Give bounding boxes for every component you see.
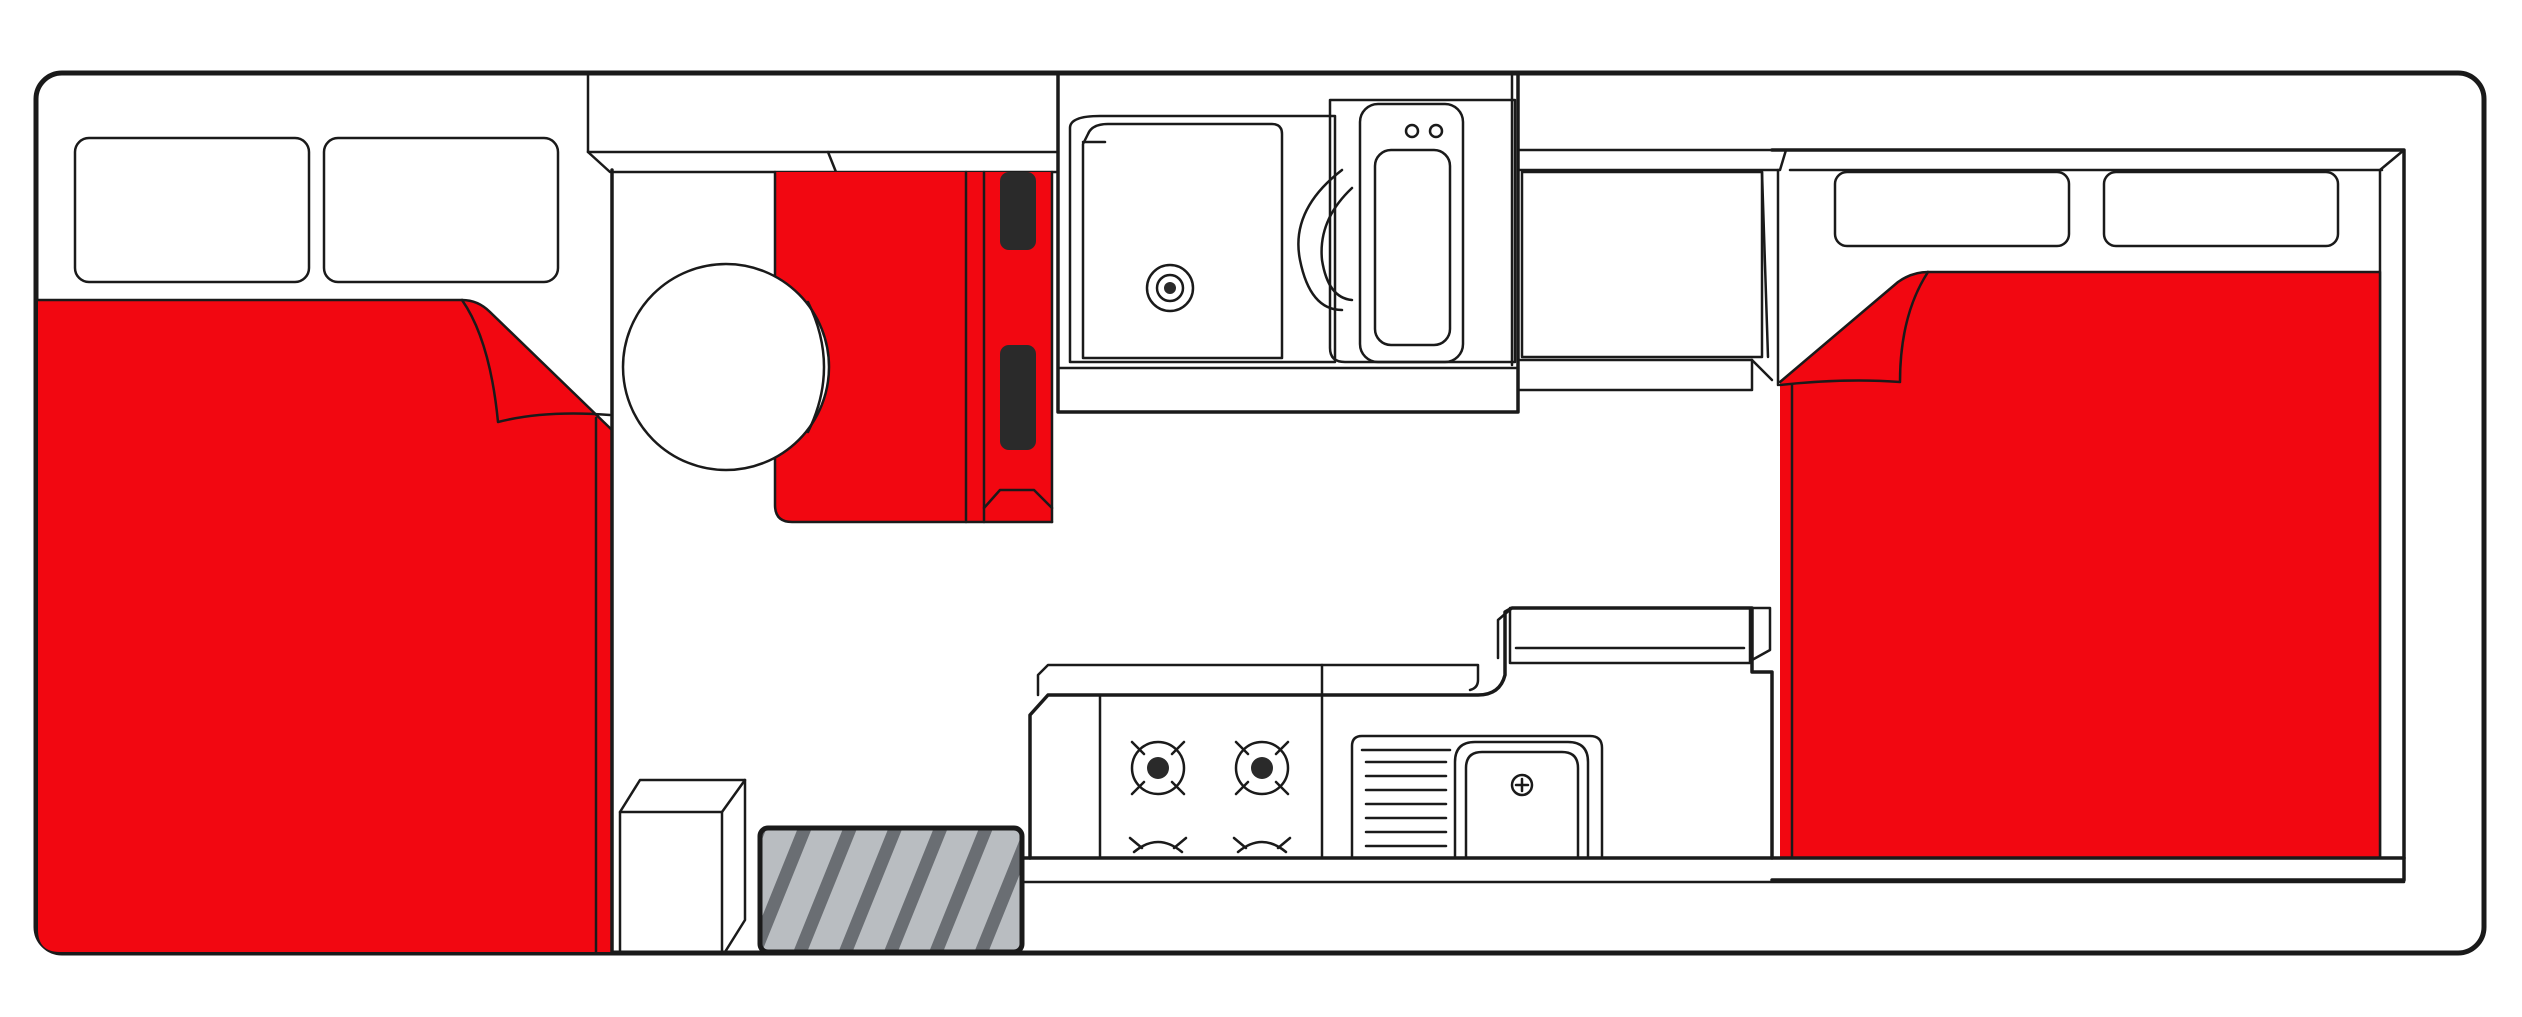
kitchen-bench-outline [1028, 606, 1774, 860]
microwave-base [1516, 358, 1754, 392]
kitchen-floor-edge-lower [1020, 856, 2406, 884]
toilet-bowl-curve-inner [1320, 186, 1354, 302]
bathroom-wall [1056, 71, 1520, 414]
basin-drain-center [1164, 282, 1176, 294]
basin-drain-outer [1145, 263, 1195, 313]
burner-ring [1234, 740, 1290, 796]
rear-bed-folded-corner [460, 298, 612, 424]
dinette-backrest-cushion-bottom [1000, 345, 1036, 450]
overhead-cabinet-dinette [586, 71, 1060, 154]
basin-drain-inner [1155, 273, 1185, 303]
burner-grate [1234, 740, 1290, 796]
kitchen-bench-top-edge [1036, 663, 1480, 697]
rear-double-bed [38, 300, 612, 952]
over-cab-headrest-right [2102, 170, 2340, 248]
storage-cabinet-edge [720, 778, 747, 814]
microwave-base-edge [1750, 358, 1774, 382]
burner-cap [1251, 757, 1273, 779]
over-cab-bed-folded-corner [1778, 270, 1930, 387]
storage-cabinet [618, 778, 747, 954]
toilet-flush-button-2 [1428, 123, 1444, 139]
entry-door-mat [760, 828, 1022, 952]
kitchen-sink-surround [1350, 734, 1604, 860]
microwave [1520, 170, 1764, 359]
over-cab-double-bed [1780, 272, 2380, 858]
toilet-base [1328, 98, 1517, 364]
burner-ring [1130, 740, 1186, 796]
vanity-basin-inner [1081, 122, 1284, 360]
vehicle-outer-wall [33, 70, 2487, 956]
kitchen-sink-drain-cross [1514, 777, 1530, 793]
burner-grate [1130, 740, 1186, 796]
toilet-flush-button-1 [1404, 123, 1420, 139]
over-cab-frame-bevel [2378, 148, 2406, 860]
overhead-cabinet-dinette-bevel [586, 150, 1060, 174]
over-cab-bed-outline [1778, 270, 2382, 860]
dinette-seat-outline [773, 170, 1054, 524]
kitchen-small-box [1736, 606, 1772, 662]
burner-top-right [1234, 740, 1290, 796]
over-cab-frame-outer [1770, 148, 2406, 882]
kitchen-upper-step [1496, 606, 1514, 660]
kitchen-sink-drainer-ribs [1364, 760, 1448, 848]
burner-top-left [1130, 740, 1186, 796]
kitchen-sink-bowl [1453, 740, 1590, 860]
cabinet-upper-right-bevel [1516, 148, 2384, 172]
over-cab-headrest-left [1833, 170, 2071, 248]
burner-grate [1232, 836, 1292, 850]
rear-headboard-cushion-left [73, 136, 311, 284]
burner-cap [1147, 757, 1169, 779]
kitchen-sink-bowl-inner [1464, 750, 1580, 860]
round-table-edge-shadow [806, 300, 826, 434]
rear-headboard-cushion-right [322, 136, 560, 284]
toilet-bowl-curve [1297, 168, 1344, 312]
vanity-basin [1068, 114, 1337, 364]
dinette-backrest-cushion-top [1000, 172, 1036, 250]
burner-ring-partial [1132, 840, 1184, 854]
storage-cabinet-front [618, 810, 724, 954]
toilet-seat [1373, 148, 1452, 347]
toilet-cistern [1358, 102, 1465, 364]
microwave-bevel [1760, 170, 1770, 359]
burner-bottom-left [1128, 836, 1188, 854]
round-table [621, 262, 831, 472]
dinette-seat-bottom-step [982, 488, 1054, 510]
overhead-cabinet-divider [826, 150, 838, 174]
burner-bottom-right [1232, 836, 1292, 854]
entry-door-mat-border [757, 825, 1025, 955]
kitchen-appliance-top [1508, 606, 1752, 665]
kitchen-sink-drain [1510, 773, 1534, 797]
burner-grate [1128, 836, 1188, 850]
burner-ring-partial [1236, 840, 1288, 854]
